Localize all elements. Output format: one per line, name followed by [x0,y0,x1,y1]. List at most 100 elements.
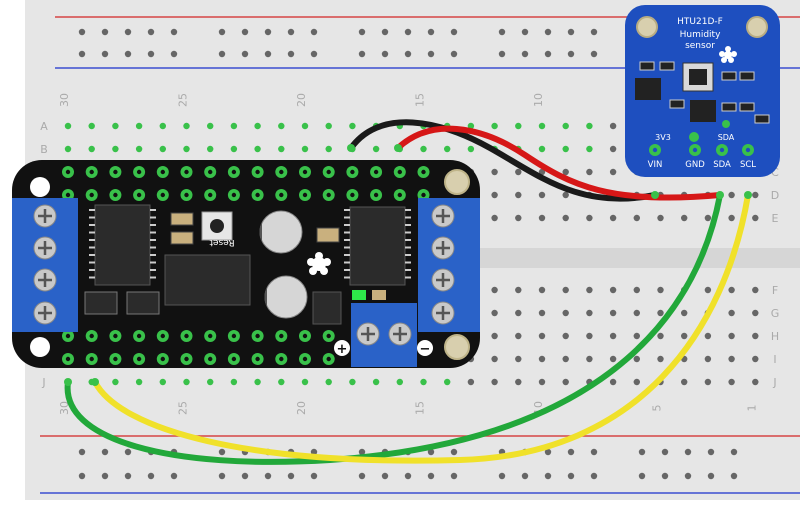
breadboard-hole[interactable] [491,168,498,176]
rail-hole[interactable] [661,448,669,456]
rail-hole[interactable] [241,28,249,36]
rail-hole[interactable] [358,28,366,36]
breadboard-hole[interactable] [515,286,522,294]
breadboard-hole[interactable] [609,378,617,386]
breadboard-hole[interactable] [728,286,735,294]
breadboard-hole[interactable] [538,309,546,317]
breadboard-hole[interactable] [183,122,190,130]
breadboard-hole[interactable] [420,378,427,386]
breadboard-hole[interactable] [633,332,640,340]
rail-hole[interactable] [310,448,318,456]
breadboard-hole[interactable] [538,122,546,130]
rail-hole[interactable] [170,472,178,480]
breadboard-hole[interactable] [349,122,356,130]
rail-hole[interactable] [498,472,506,480]
breadboard-hole[interactable] [135,122,143,130]
breadboard-hole[interactable] [88,122,95,130]
breadboard-hole[interactable] [633,378,640,386]
rail-hole[interactable] [661,472,669,480]
rail-hole[interactable] [498,28,506,36]
rail-hole[interactable] [358,448,366,456]
breadboard-hole[interactable] [538,378,546,386]
rail-hole[interactable] [241,50,249,58]
rail-hole[interactable] [544,50,552,58]
rail-hole[interactable] [590,28,598,36]
rail-hole[interactable] [638,448,646,456]
sda-wire[interactable] [64,192,723,465]
rail-hole[interactable] [78,28,86,36]
breadboard-hole[interactable] [64,145,72,153]
rail-hole[interactable] [684,472,692,480]
breadboard-hole[interactable] [704,355,712,363]
rail-hole[interactable] [730,448,738,456]
rail-hole[interactable] [124,472,132,480]
breadboard-hole[interactable] [633,355,640,363]
rail-hole[interactable] [264,50,272,58]
breadboard-hole[interactable] [159,145,166,153]
breadboard-hole[interactable] [728,309,735,317]
breadboard-hole[interactable] [444,145,451,153]
scl-wire[interactable] [92,192,751,464]
breadboard-hole[interactable] [538,214,546,222]
breadboard-hole[interactable] [230,145,238,153]
breadboard-hole[interactable] [609,145,617,153]
breadboard-hole[interactable] [420,145,427,153]
rail-hole[interactable] [147,28,155,36]
rail-hole[interactable] [124,50,132,58]
breadboard-hole[interactable] [681,309,688,317]
breadboard-hole[interactable] [538,286,546,294]
rail-hole[interactable] [521,472,529,480]
breadboard-hole[interactable] [586,355,593,363]
breadboard-hole[interactable] [562,145,569,153]
breadboard-hole[interactable] [301,378,309,386]
rail-hole[interactable] [544,28,552,36]
rail-hole[interactable] [450,472,458,480]
breadboard-hole[interactable] [538,355,546,363]
breadboard-hole[interactable] [633,309,640,317]
rail-hole[interactable] [427,50,435,58]
breadboard-hole[interactable] [704,332,712,340]
breadboard-hole[interactable] [207,122,214,130]
breadboard-hole[interactable] [704,378,712,386]
rail-hole[interactable] [521,50,529,58]
breadboard-hole[interactable] [278,145,285,153]
breadboard-hole[interactable] [515,122,522,130]
rail-hole[interactable] [590,448,598,456]
rail-hole[interactable] [498,50,506,58]
rail-hole[interactable] [287,50,295,58]
breadboard-hole[interactable] [728,332,735,340]
breadboard-hole[interactable] [207,378,214,386]
breadboard-hole[interactable] [349,378,356,386]
breadboard-hole[interactable] [325,378,332,386]
breadboard-hole[interactable] [254,122,261,130]
rail-hole[interactable] [521,28,529,36]
breadboard-hole[interactable] [752,378,759,386]
breadboard-hole[interactable] [254,378,261,386]
rail-hole[interactable] [310,28,318,36]
rail-hole[interactable] [147,472,155,480]
breadboard-hole[interactable] [657,332,664,340]
breadboard-hole[interactable] [586,332,593,340]
breadboard-hole[interactable] [752,309,759,317]
breadboard-hole[interactable] [515,214,522,222]
breadboard-hole[interactable] [562,332,569,340]
breadboard-hole[interactable] [562,309,569,317]
rail-hole[interactable] [101,448,109,456]
rail-hole[interactable] [218,28,226,36]
breadboard-hole[interactable] [586,309,593,317]
breadboard-hole[interactable] [704,286,712,294]
rail-hole[interactable] [404,472,412,480]
breadboard-hole[interactable] [207,145,214,153]
breadboard-hole[interactable] [372,145,380,153]
breadboard-hole[interactable] [538,145,546,153]
breadboard-hole[interactable] [562,122,569,130]
rail-hole[interactable] [684,448,692,456]
breadboard-hole[interactable] [562,168,569,176]
breadboard-hole[interactable] [728,355,735,363]
breadboard-hole[interactable] [728,378,735,386]
rail-hole[interactable] [707,448,715,456]
breadboard-hole[interactable] [538,332,546,340]
breadboard-hole[interactable] [609,355,617,363]
breadboard-hole[interactable] [704,214,712,222]
breadboard-hole[interactable] [657,286,664,294]
